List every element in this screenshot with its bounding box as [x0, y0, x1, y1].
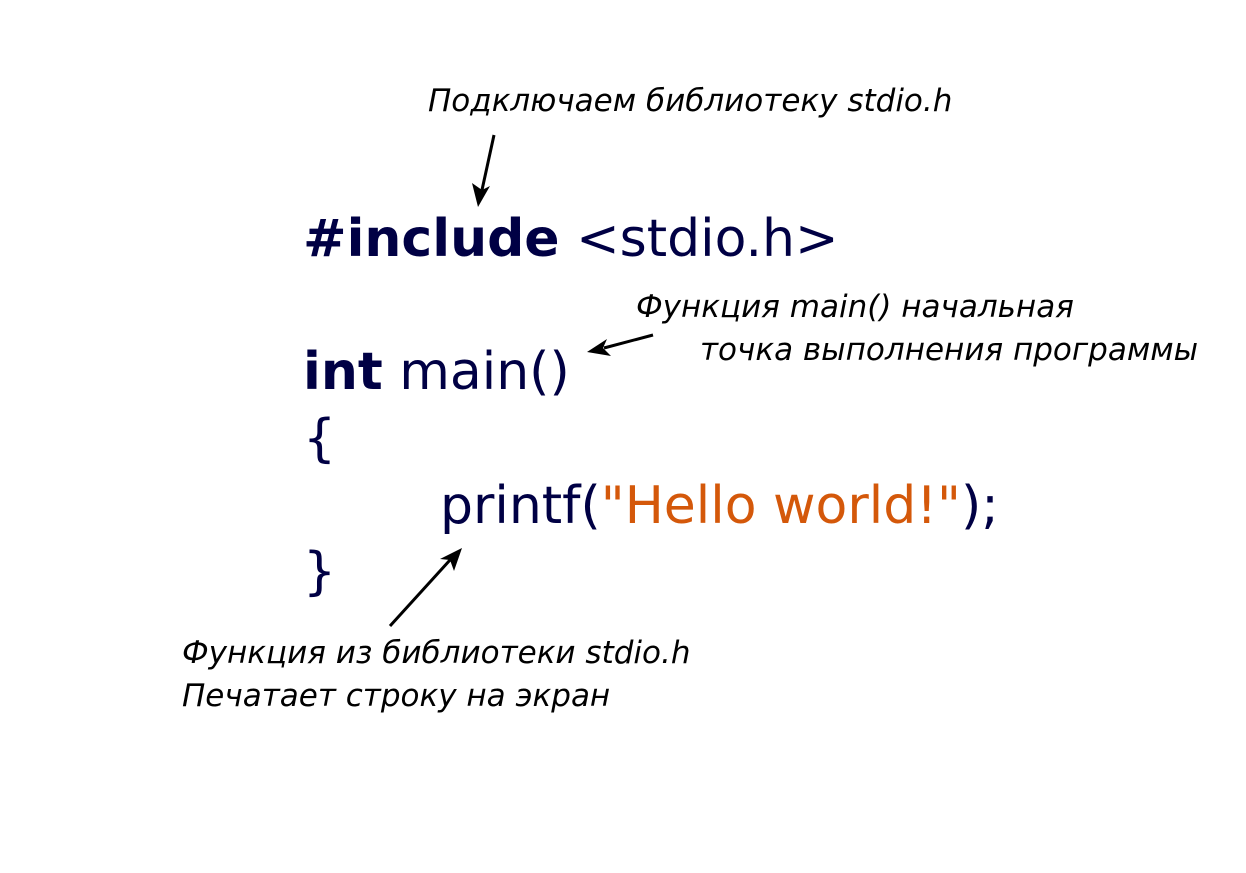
include-annotation: Подключаем библиотеку stdio.h — [428, 83, 953, 119]
include-line: #include <stdio.h> — [303, 213, 839, 265]
close-brace: } — [303, 542, 337, 602]
include-keyword: #include — [303, 209, 560, 269]
main-annotation-line1: Функция main() начальная — [636, 289, 1074, 325]
include-arrow — [472, 134, 496, 207]
printf-line: printf("Hello world!"); — [440, 480, 999, 532]
main-line: int main() — [303, 346, 570, 398]
printf-call: printf( — [440, 476, 601, 536]
main-annotation-line2: точка выполнения программы — [700, 332, 1199, 368]
open-brace: { — [303, 409, 337, 469]
printf-end: ); — [960, 476, 999, 536]
include-target: <stdio.h> — [576, 209, 839, 269]
printf-annotation-line1: Функция из библиотеки stdio.h — [182, 635, 691, 671]
main-arrow — [587, 333, 654, 356]
printf-annotation-line2: Печатает строку на экран — [182, 678, 611, 714]
int-keyword: int — [303, 342, 383, 402]
printf-arrow — [388, 548, 462, 628]
main-declaration: main() — [399, 342, 570, 402]
printf-string-literal: "Hello world!" — [600, 476, 961, 536]
